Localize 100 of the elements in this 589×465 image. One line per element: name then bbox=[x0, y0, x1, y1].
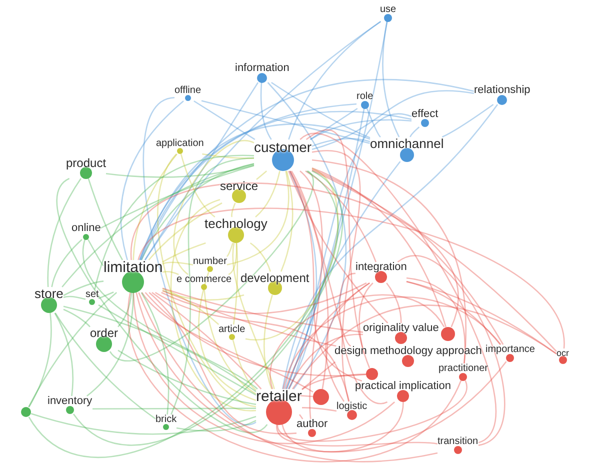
link-line bbox=[180, 154, 216, 218]
link-line bbox=[325, 282, 370, 402]
link-line bbox=[30, 412, 256, 435]
link-line bbox=[63, 308, 90, 328]
link-line bbox=[302, 374, 366, 390]
keyword-label: product bbox=[66, 156, 106, 170]
link-line bbox=[277, 380, 467, 442]
keyword-label: ocr bbox=[556, 348, 570, 358]
link-line bbox=[63, 280, 104, 296]
keyword-label: relationship bbox=[474, 85, 530, 97]
link-line bbox=[255, 170, 280, 218]
keyword-label: originality value bbox=[363, 323, 439, 335]
link-line bbox=[62, 163, 254, 288]
keyword-label: limitation bbox=[104, 260, 163, 276]
link-line bbox=[260, 82, 272, 140]
link-line bbox=[57, 178, 268, 433]
keyword-label: online bbox=[72, 223, 101, 235]
link-line bbox=[110, 170, 314, 361]
link-line bbox=[382, 21, 400, 138]
link-line bbox=[54, 312, 156, 420]
link-line bbox=[282, 104, 498, 390]
keyword-label: set bbox=[86, 290, 99, 300]
link-line bbox=[302, 361, 336, 390]
keyword-label: omnichannel bbox=[370, 137, 444, 151]
link-line bbox=[282, 402, 404, 452]
link-line bbox=[130, 182, 459, 328]
link-line bbox=[139, 123, 370, 260]
link-line bbox=[47, 178, 82, 288]
link-line bbox=[292, 304, 557, 390]
keyword-label: development bbox=[240, 272, 310, 284]
link-line bbox=[144, 82, 259, 260]
link-line bbox=[82, 239, 258, 390]
link-line bbox=[204, 290, 256, 395]
link-line bbox=[232, 242, 275, 390]
keyword-label: information bbox=[235, 63, 290, 75]
keyword-label: offline bbox=[174, 86, 202, 96]
link-line bbox=[288, 334, 363, 390]
link-line bbox=[232, 340, 256, 391]
keyword-label: order bbox=[90, 326, 118, 340]
link-line bbox=[142, 97, 256, 424]
keyword-label: inventory bbox=[48, 396, 92, 408]
link-line bbox=[232, 242, 238, 325]
link-line bbox=[263, 294, 273, 390]
link-line bbox=[86, 292, 134, 396]
link-line bbox=[170, 199, 256, 412]
keyword-label: importance bbox=[486, 344, 535, 355]
link-line bbox=[312, 168, 504, 345]
keyword-label: brick bbox=[156, 414, 177, 425]
keyword-label: application bbox=[156, 138, 204, 149]
link-line bbox=[140, 292, 170, 415]
link-line bbox=[51, 239, 82, 288]
link-line bbox=[88, 178, 124, 260]
link-line bbox=[63, 296, 86, 300]
link-line bbox=[312, 90, 474, 150]
link-line bbox=[162, 288, 220, 325]
link-line bbox=[155, 292, 350, 402]
link-line bbox=[161, 282, 367, 314]
keyword-label: practitioner bbox=[438, 364, 488, 374]
link-line bbox=[94, 154, 254, 290]
keyword-label: e commerce bbox=[176, 274, 232, 285]
link-line bbox=[300, 170, 323, 420]
link-line bbox=[290, 170, 352, 346]
link-line bbox=[410, 126, 420, 138]
link-line bbox=[397, 255, 506, 446]
link-line bbox=[406, 280, 501, 345]
link-line bbox=[162, 262, 194, 266]
keyword-label: customer bbox=[254, 140, 312, 154]
link-line bbox=[280, 170, 294, 272]
link-line bbox=[288, 170, 318, 390]
link-line bbox=[288, 114, 412, 390]
link-line bbox=[231, 202, 236, 218]
link-line bbox=[106, 164, 254, 178]
link-line bbox=[310, 108, 358, 140]
link-line bbox=[138, 208, 565, 349]
link-line bbox=[338, 272, 388, 404]
link-line bbox=[173, 140, 254, 275]
link-line bbox=[54, 312, 74, 396]
link-line bbox=[312, 170, 557, 352]
link-line bbox=[300, 132, 496, 444]
link-line bbox=[100, 164, 254, 229]
link-line bbox=[148, 292, 296, 434]
link-line bbox=[140, 162, 254, 260]
link-line bbox=[201, 100, 370, 144]
link-line bbox=[226, 242, 234, 257]
link-line bbox=[139, 103, 357, 260]
link-line bbox=[162, 288, 364, 333]
link-line bbox=[144, 20, 382, 260]
link-line bbox=[198, 272, 256, 401]
link-line bbox=[73, 170, 343, 446]
keyword-label: article bbox=[218, 324, 246, 335]
keyword-label: retailer bbox=[256, 389, 302, 405]
link-line bbox=[310, 119, 412, 140]
link-line bbox=[136, 292, 507, 452]
keyword-label: use bbox=[380, 4, 396, 15]
keyword-label: logistic bbox=[336, 402, 368, 412]
keyword-label: store bbox=[34, 287, 64, 301]
link-line bbox=[28, 170, 338, 458]
link-line bbox=[312, 167, 447, 328]
link-line bbox=[157, 154, 256, 408]
link-line bbox=[98, 304, 256, 396]
